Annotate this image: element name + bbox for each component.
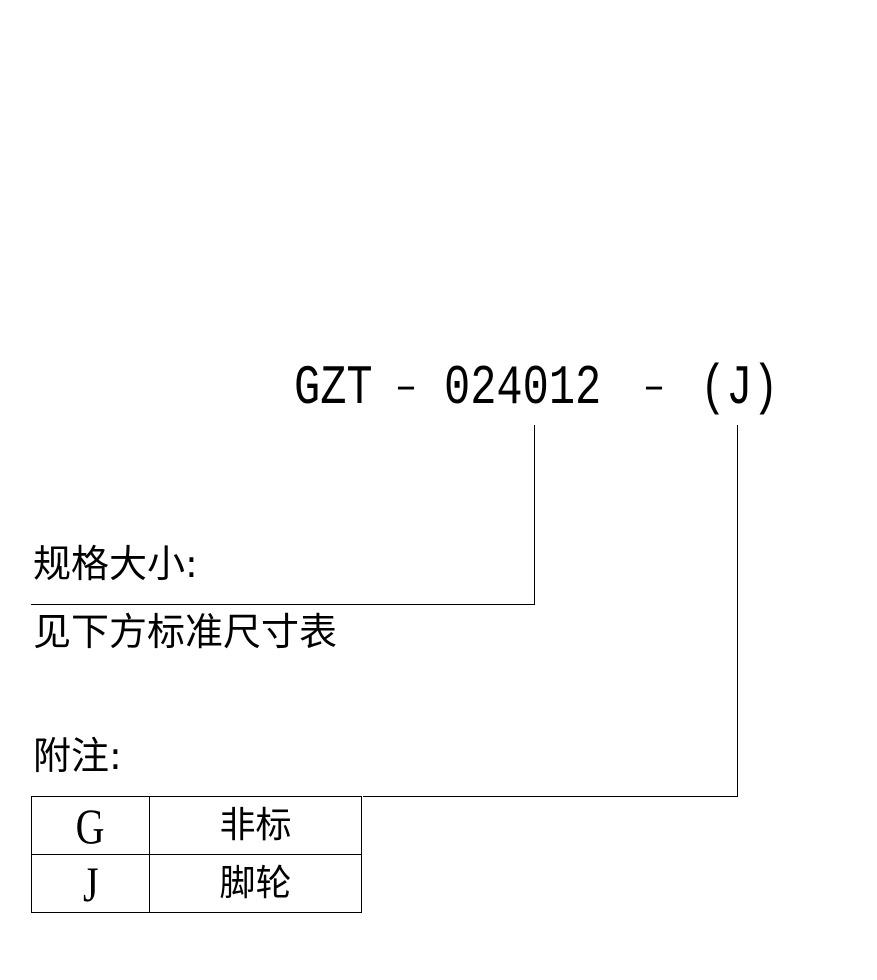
spec-title: 规格大小: xyxy=(33,542,198,586)
spec-note: 见下方标准尺寸表 xyxy=(33,610,338,654)
legend-code-cell: J xyxy=(31,854,150,913)
code-size: 024012 xyxy=(444,356,602,420)
remark-title: 附注: xyxy=(33,734,122,778)
legend-meaning: 脚轮 xyxy=(149,854,362,913)
legend-row: J 脚轮 xyxy=(31,854,362,913)
legend-code: G xyxy=(76,797,105,854)
code-separator-1: – xyxy=(396,363,416,409)
legend-meaning: 非标 xyxy=(149,796,362,855)
legend-row: G 非标 xyxy=(31,796,362,855)
legend-code: J xyxy=(82,855,99,912)
code-option: (J) xyxy=(700,356,779,420)
option-legend-table: G 非标 J 脚轮 xyxy=(31,796,362,913)
code-separator-2: – xyxy=(644,363,664,409)
option-leader-horizontal xyxy=(363,796,738,797)
option-leader-vertical xyxy=(737,425,738,796)
size-leader-horizontal xyxy=(31,604,535,605)
size-leader-vertical xyxy=(534,425,535,604)
legend-code-cell: G xyxy=(31,796,150,855)
code-prefix: GZT xyxy=(294,356,373,420)
